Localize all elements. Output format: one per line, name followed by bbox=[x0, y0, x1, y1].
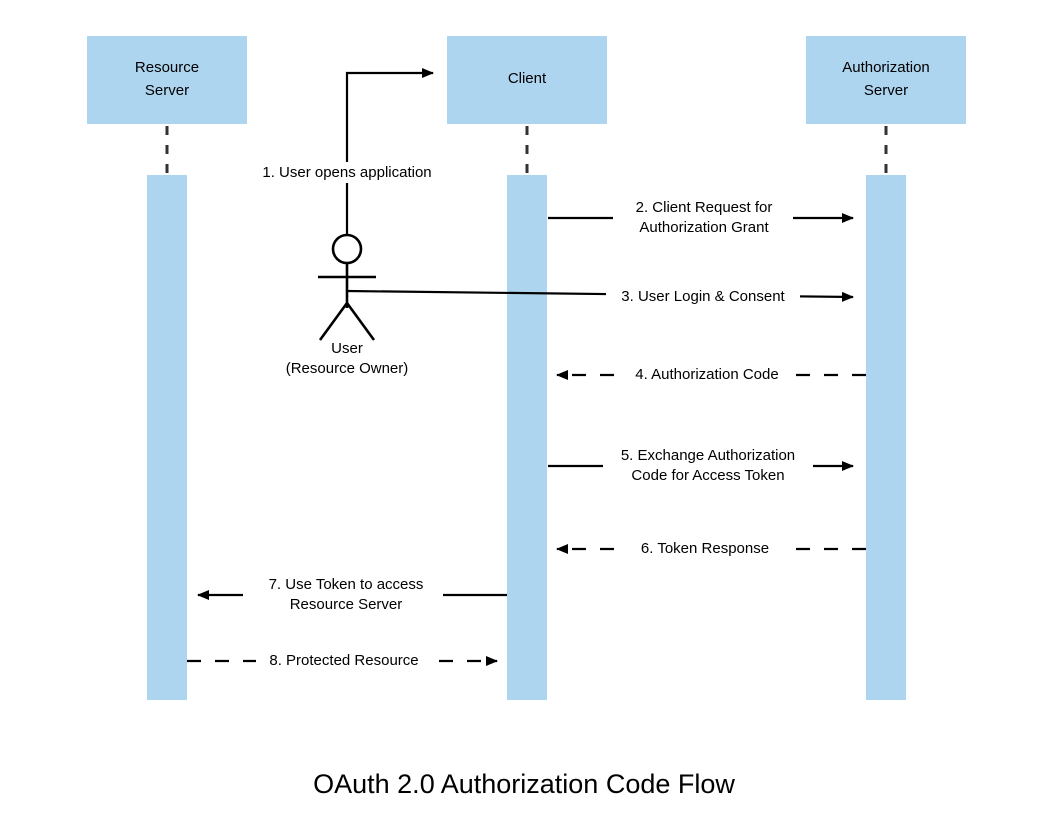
message-4-label-backing bbox=[618, 365, 796, 386]
message-7-label-line1: 7. Use Token to access bbox=[269, 576, 424, 593]
participant-authorization-server[interactable]: Authorization Server bbox=[806, 36, 966, 124]
actor-leg-right bbox=[345, 302, 376, 341]
activation-bar-client bbox=[507, 175, 547, 700]
message-7-label-backing bbox=[243, 573, 443, 617]
message-5-label-backing bbox=[603, 444, 813, 488]
message-4[interactable]: 4. Authorization Code bbox=[556, 365, 866, 386]
message-3[interactable]: 3. User Login & Consent bbox=[346, 287, 854, 308]
message-4-label: 4. Authorization Code bbox=[635, 366, 778, 383]
message-1-line bbox=[345, 68, 434, 235]
participant-label-resource-server-line1: Resource bbox=[135, 59, 199, 76]
message-7[interactable]: 7. Use Token to access Resource Server bbox=[197, 573, 507, 617]
participant-resource-server[interactable]: Resource Server bbox=[87, 36, 247, 124]
message-2-label-line1: 2. Client Request for bbox=[636, 199, 773, 216]
message-3-label-backing bbox=[606, 287, 800, 308]
message-2-label-line2: Authorization Grant bbox=[639, 219, 769, 236]
participant-label-authorization-server-line2: Server bbox=[864, 82, 908, 99]
activation-bar-authorization-server bbox=[866, 175, 906, 700]
message-3-label: 3. User Login & Consent bbox=[621, 288, 785, 305]
participant-box-authorization-server[interactable] bbox=[806, 36, 966, 124]
actor-leg-left bbox=[318, 302, 349, 341]
participant-label-authorization-server-line1: Authorization bbox=[842, 59, 930, 76]
actor-label-line1: User bbox=[331, 340, 363, 357]
message-1-label-backing bbox=[243, 162, 451, 183]
activation-bar-resource-server bbox=[147, 175, 187, 700]
message-8-label-backing bbox=[256, 651, 431, 672]
message-8[interactable]: 8. Protected Resource bbox=[187, 651, 498, 672]
participant-box-resource-server[interactable] bbox=[87, 36, 247, 124]
message-5[interactable]: 5. Exchange Authorization Code for Acces… bbox=[548, 444, 854, 488]
message-5-label-line2: Code for Access Token bbox=[631, 467, 784, 484]
message-1[interactable]: 1. User opens application bbox=[243, 68, 451, 235]
message-8-label: 8. Protected Resource bbox=[269, 652, 418, 669]
message-1-label: 1. User opens application bbox=[262, 164, 431, 181]
participant-label-resource-server-line2: Server bbox=[145, 82, 189, 99]
participant-client[interactable]: Client bbox=[447, 36, 607, 124]
message-6-label: 6. Token Response bbox=[641, 540, 769, 557]
actor-label-line2: (Resource Owner) bbox=[286, 360, 409, 377]
participant-label-client-line1: Client bbox=[508, 70, 547, 87]
participant-box-client[interactable] bbox=[447, 36, 607, 124]
actor-user[interactable]: User (Resource Owner) bbox=[286, 233, 409, 377]
message-2-label-backing bbox=[613, 196, 793, 240]
actor-head-icon bbox=[331, 233, 363, 265]
diagram-title: OAuth 2.0 Authorization Code Flow bbox=[313, 769, 735, 799]
message-5-label-line1: 5. Exchange Authorization bbox=[621, 447, 795, 464]
message-6[interactable]: 6. Token Response bbox=[556, 539, 866, 560]
message-2[interactable]: 2. Client Request for Authorization Gran… bbox=[548, 196, 854, 240]
message-6-label-backing bbox=[628, 539, 783, 560]
message-7-label-line2: Resource Server bbox=[290, 596, 403, 613]
